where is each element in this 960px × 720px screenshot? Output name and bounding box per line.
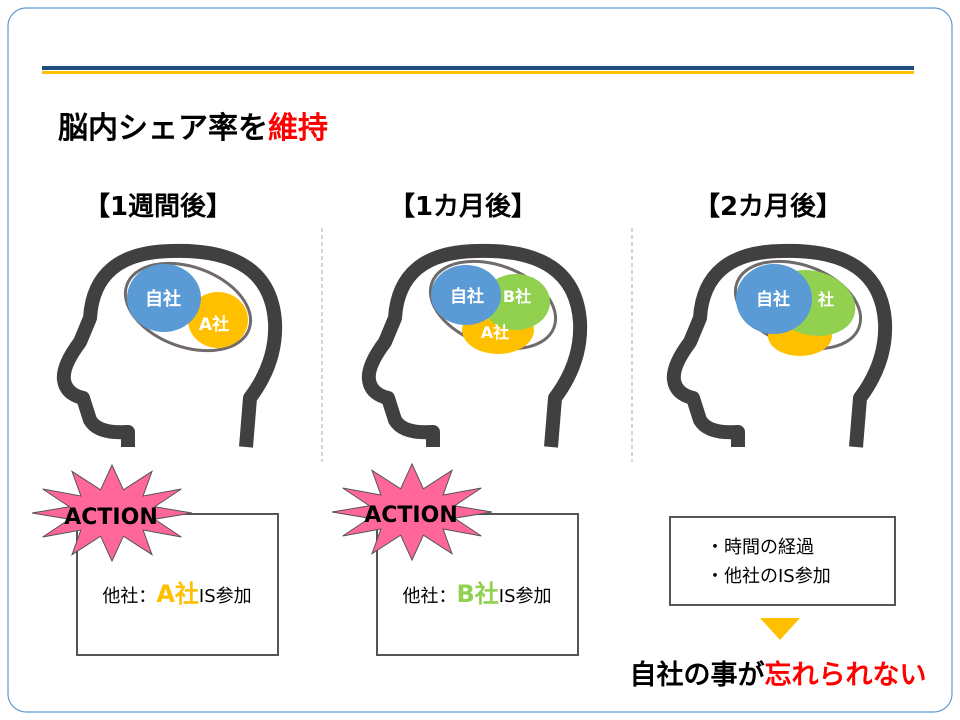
- arrow-down-icon: [760, 618, 800, 640]
- reason-box: [669, 516, 896, 606]
- company-b-label: B社: [503, 287, 531, 306]
- reason-item: ・時間の経過: [706, 537, 814, 558]
- conclusion-text: 自社の事が忘れられない: [630, 659, 927, 691]
- action-label: ACTION: [364, 503, 457, 528]
- starburst-icon: [31, 463, 193, 563]
- company-a-label: A社: [199, 314, 229, 335]
- own-company-circle: [736, 264, 812, 334]
- action-text: 他社：A社IS参加: [102, 580, 251, 608]
- panel-heading: 【2カ月後】: [694, 191, 842, 222]
- panel-1-month: 【1カ月後】 自社 B社 A社 ACTION 他社：B社IS参加: [331, 191, 580, 656]
- company-a-label: A社: [481, 323, 509, 342]
- own-company-circle: [127, 264, 201, 332]
- company-b-label: 社: [817, 290, 834, 309]
- title-bar-yellow: [42, 71, 914, 74]
- company-a-circle: [188, 292, 248, 348]
- title-bar-blue: [42, 66, 914, 70]
- own-company-label: 自社: [145, 288, 181, 310]
- starburst-icon: [331, 462, 493, 562]
- own-company-circle: [431, 265, 501, 325]
- brain-outline: [123, 261, 253, 353]
- action-text: 他社：B社IS参加: [402, 580, 551, 608]
- panel-2-months: 【2カ月後】 自社 社 ・時間の経過 ・他社のIS参加 自社の事が忘れられない: [630, 191, 927, 691]
- panel-1-week: 【1週間後】 自社 A社 ACTION 他社：A社IS参加: [31, 191, 278, 656]
- own-company-label: 自社: [450, 286, 484, 307]
- panel-heading: 【1カ月後】: [389, 191, 537, 222]
- page-title: 脳内シェア率を維持: [58, 111, 328, 146]
- panel-heading: 【1週間後】: [84, 191, 232, 222]
- reason-item: ・他社のIS参加: [706, 566, 831, 587]
- own-company-label: 自社: [756, 289, 790, 310]
- action-label: ACTION: [64, 505, 157, 530]
